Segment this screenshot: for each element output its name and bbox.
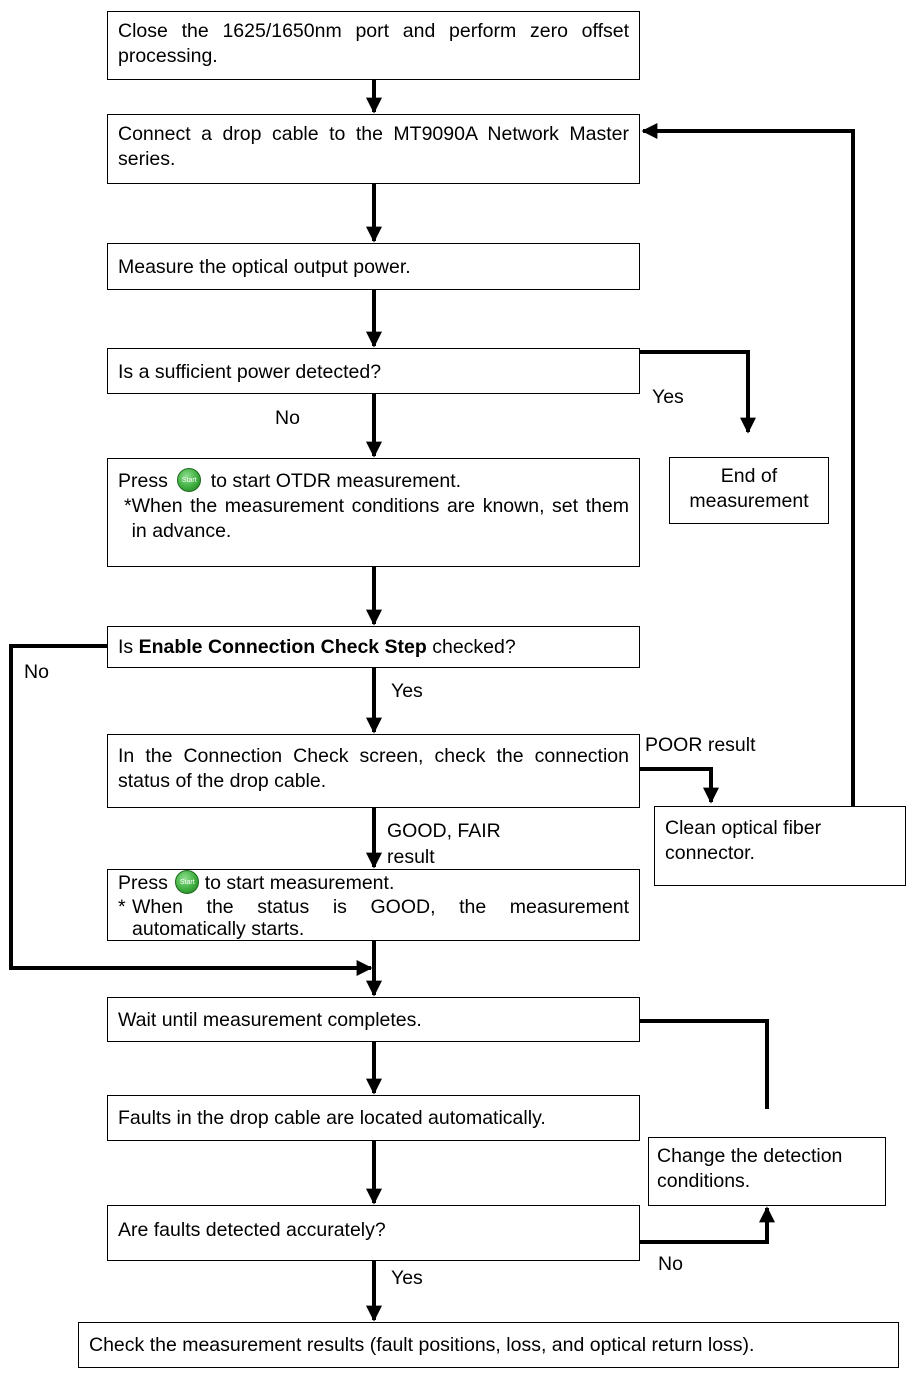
decision-faults-accurate: Are faults detected accurately? <box>107 1205 640 1261</box>
enable-check-option-name: Enable Connection Check Step <box>138 636 427 658</box>
step-change-conditions-text: Change the detection conditions. <box>657 1145 843 1192</box>
step-connection-check-text: In the Connection Check screen, check th… <box>118 745 629 792</box>
press-start-otdr-note-star: * <box>124 495 132 517</box>
decision-enable-connection-check: Is Enable Connection Check Step checked? <box>107 626 640 668</box>
decision-sufficient-power-text: Is a sufficient power detected? <box>118 361 382 383</box>
step-check-results-text: Check the measurement results (fault pos… <box>89 1334 755 1356</box>
label-yes-power: Yes <box>652 386 684 408</box>
press-start-otdr-suffix: to start OTDR measurement. <box>210 470 462 492</box>
arrow-no-to-change <box>640 1206 775 1244</box>
press-start-otdr-prefix: Press <box>118 470 168 492</box>
step-press-start-measurement: Press Start to start measurement. * When… <box>107 869 640 941</box>
step-clean-connector: Clean optical fiber connector. <box>654 806 906 886</box>
end-of-measurement: End of measurement <box>669 457 829 524</box>
arrow-no-bypass-to-wait <box>9 644 373 976</box>
step-zero-offset: Close the 1625/1650nm port and perform z… <box>107 11 640 80</box>
step-zero-offset-text: Close the 1625/1650nm port and perform z… <box>118 20 629 67</box>
start-button-icon-2: Start <box>175 870 200 894</box>
decision-sufficient-power: Is a sufficient power detected? <box>107 348 640 394</box>
press-start-note-star: * <box>118 896 126 918</box>
start-button-icon: Start <box>177 467 202 492</box>
step-faults-located: Faults in the drop cable are located aut… <box>107 1095 640 1141</box>
step-check-results: Check the measurement results (fault pos… <box>78 1322 899 1368</box>
label-yes-enable: Yes <box>391 680 423 702</box>
label-no-enable: No <box>24 661 49 683</box>
press-start-otdr-note: When the measurement conditions are know… <box>131 495 629 542</box>
label-yes-faults: Yes <box>391 1267 423 1289</box>
step-connect-cable: Connect a drop cable to the MT9090A Netw… <box>107 114 640 184</box>
step-measure-power-text: Measure the optical output power. <box>118 256 411 278</box>
label-good-fair-result: result <box>387 846 435 868</box>
press-start-prefix: Press <box>118 872 168 895</box>
label-good-fair: GOOD, FAIR <box>387 820 501 842</box>
step-measure-power: Measure the optical output power. <box>107 243 640 290</box>
enable-check-prefix: Is <box>118 636 134 658</box>
press-start-suffix: to start measurement. <box>204 872 395 895</box>
step-faults-located-text: Faults in the drop cable are located aut… <box>118 1107 546 1129</box>
step-connection-check: In the Connection Check screen, check th… <box>107 734 640 808</box>
step-wait-completion: Wait until measurement completes. <box>107 997 640 1042</box>
step-change-conditions: Change the detection conditions. <box>648 1137 886 1206</box>
arrow-yes-to-end <box>640 350 756 434</box>
label-no-power: No <box>275 407 300 429</box>
step-connect-cable-text: Connect a drop cable to the MT9090A Netw… <box>118 123 629 170</box>
label-poor-result: POOR result <box>645 734 756 756</box>
step-wait-completion-text: Wait until measurement completes. <box>118 1009 422 1031</box>
decision-faults-accurate-text: Are faults detected accurately? <box>118 1219 386 1241</box>
arrow-poor-to-clean <box>640 767 719 804</box>
label-no-faults: No <box>658 1253 683 1275</box>
step-press-start-otdr: Press Start to start OTDR measurement. *… <box>107 458 640 567</box>
step-clean-connector-text: Clean optical fiber connector. <box>665 817 822 864</box>
end-of-measurement-text: End of measurement <box>689 465 809 512</box>
press-start-note: When the status is GOOD, the measurement… <box>132 896 629 940</box>
arrow-clean-back-to-connect <box>641 123 855 806</box>
enable-check-suffix: checked? <box>432 636 516 658</box>
